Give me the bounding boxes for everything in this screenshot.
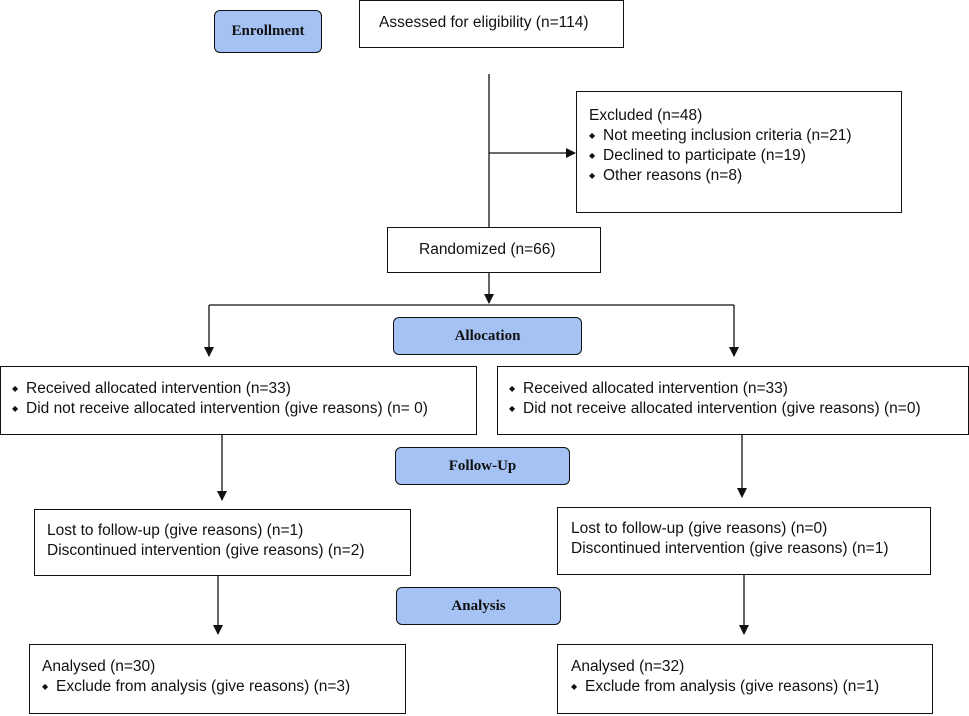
- analysed-title: Analysed (n=30): [42, 658, 156, 675]
- allocation-item: Received allocated intervention (n=33): [509, 379, 968, 399]
- stage-allocation: Allocation: [393, 317, 582, 355]
- excluded-box: Excluded (n=48) Not meeting inclusion cr…: [576, 91, 902, 213]
- left-allocation-box: Received allocated intervention (n=33) D…: [0, 366, 477, 435]
- stage-enrollment: Enrollment: [214, 10, 322, 53]
- follow-up-line: Discontinued intervention (give reasons)…: [571, 540, 889, 557]
- stage-analysis: Analysis: [396, 587, 561, 625]
- allocation-item: Did not receive allocated intervention (…: [12, 399, 476, 419]
- right-analysis-box: Analysed (n=32) Exclude from analysis (g…: [557, 644, 933, 714]
- assessed-box: Assessed for eligibility (n=114): [359, 0, 624, 48]
- allocation-item: Did not receive allocated intervention (…: [509, 399, 968, 419]
- randomized-box: Randomized (n=66): [387, 227, 601, 273]
- left-analysis-box: Analysed (n=30) Exclude from analysis (g…: [29, 644, 406, 714]
- excluded-item: Not meeting inclusion criteria (n=21): [589, 126, 901, 146]
- analysis-item: Exclude from analysis (give reasons) (n=…: [571, 677, 932, 697]
- excluded-title: Excluded (n=48): [589, 107, 703, 124]
- analysed-title: Analysed (n=32): [571, 658, 685, 675]
- stage-follow-up: Follow-Up: [395, 447, 570, 485]
- right-follow-up-box: Lost to follow-up (give reasons) (n=0) D…: [557, 507, 931, 575]
- excluded-item: Other reasons (n=8): [589, 166, 901, 186]
- follow-up-line: Discontinued intervention (give reasons)…: [47, 542, 365, 559]
- allocation-item: Received allocated intervention (n=33): [12, 379, 476, 399]
- right-allocation-box: Received allocated intervention (n=33) D…: [497, 366, 969, 435]
- follow-up-line: Lost to follow-up (give reasons) (n=1): [47, 522, 304, 539]
- analysis-item: Exclude from analysis (give reasons) (n=…: [42, 677, 405, 697]
- randomized-text: Randomized (n=66): [419, 241, 556, 258]
- left-follow-up-box: Lost to follow-up (give reasons) (n=1) D…: [34, 509, 411, 576]
- excluded-item: Declined to participate (n=19): [589, 146, 901, 166]
- assessed-text: Assessed for eligibility (n=114): [379, 14, 589, 31]
- follow-up-line: Lost to follow-up (give reasons) (n=0): [571, 520, 828, 537]
